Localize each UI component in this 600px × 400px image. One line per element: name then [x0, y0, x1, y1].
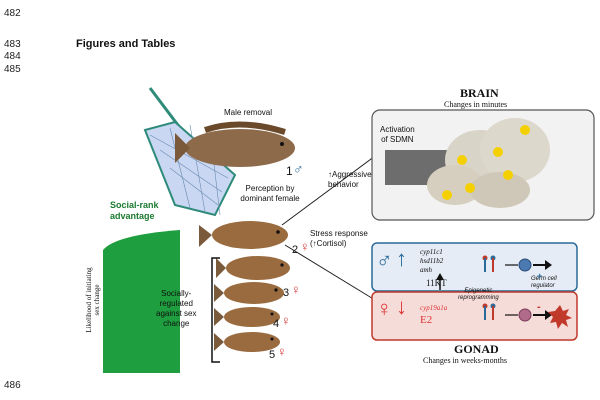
gonad-subtitle: Changes in weeks-months: [423, 356, 507, 365]
brain-icon: [385, 118, 550, 208]
rank-3: 3: [283, 287, 290, 299]
perception-label: Perception by dominant female: [240, 184, 300, 203]
gonad-title: GONAD: [454, 342, 499, 356]
male-fish-icon: [175, 121, 295, 167]
germ-cell-label: Germ cell regulator: [531, 276, 557, 289]
male-symbol-1: ♂: [293, 161, 304, 177]
female-symbol-4: ♀: [281, 313, 291, 328]
female-fish-icon: [214, 332, 280, 352]
plus-sign: +: [537, 271, 543, 281]
likelihood-axis-label: Likelihood of initiating sex change: [85, 267, 101, 333]
down-arrow-icon: ↓: [396, 294, 407, 319]
hormone-e2: E2: [420, 314, 433, 326]
burst-icon: [548, 305, 572, 329]
gonad-female-panel: [371, 291, 578, 341]
rank-5: 5: [269, 349, 276, 361]
gonad-male-panel: [371, 242, 578, 292]
brain-title: BRAIN: [460, 86, 499, 100]
line-number: 486: [4, 380, 21, 391]
male-symbol-gonad: ♂: [376, 248, 393, 273]
male-removal-label: Male removal: [224, 108, 273, 117]
line-number: 483: [4, 39, 21, 50]
female-fish-icon: [214, 307, 280, 327]
hormone-11kt: 11KT: [426, 278, 447, 288]
social-rank-label: Social-rank advantage: [110, 200, 159, 221]
stress-label: Stress response (↑Cortisol): [310, 229, 368, 248]
rank-2: 2: [292, 244, 299, 256]
minus-sign: -: [537, 301, 541, 313]
female-fish-icon: [216, 256, 290, 280]
female-symbol-3: ♀: [291, 282, 301, 297]
male-gene-icons: [482, 255, 496, 272]
rank-1: 1: [286, 164, 293, 178]
up-arrow-icon: ↑: [396, 246, 407, 271]
cell-icon: [518, 258, 532, 272]
bracket: [211, 257, 220, 363]
female-gene-icons: [482, 303, 496, 320]
likelihood-curve: [103, 230, 180, 373]
section-title: Figures and Tables: [76, 38, 176, 50]
line-number: 484: [4, 51, 21, 62]
female-symbol-gonad: ♀: [376, 296, 393, 321]
aggressive-label: ↑Aggressive behavior: [328, 170, 372, 189]
brain-subtitle: Changes in minutes: [444, 100, 508, 109]
cell-icon: [518, 308, 532, 322]
arrow-to-gonad: [284, 244, 376, 301]
female-fish-icon: [199, 221, 288, 249]
female-gene: cyp19a1a: [420, 304, 448, 312]
male-genes: cyp11c1 hsd11b2 amh: [420, 248, 444, 274]
sdmn-label: Activation of SDMN: [380, 125, 415, 144]
line-number: 482: [4, 8, 21, 19]
epigenetic-label: Epigenetic reprogramming: [458, 288, 499, 301]
female-symbol-5: ♀: [277, 344, 287, 359]
line-number: 485: [4, 64, 21, 75]
rank-4: 4: [273, 318, 280, 330]
female-fish-icon: [214, 282, 284, 304]
female-symbol-2: ♀: [300, 239, 310, 254]
socially-regulated-label: Socially- regulated against sex change: [156, 289, 197, 328]
